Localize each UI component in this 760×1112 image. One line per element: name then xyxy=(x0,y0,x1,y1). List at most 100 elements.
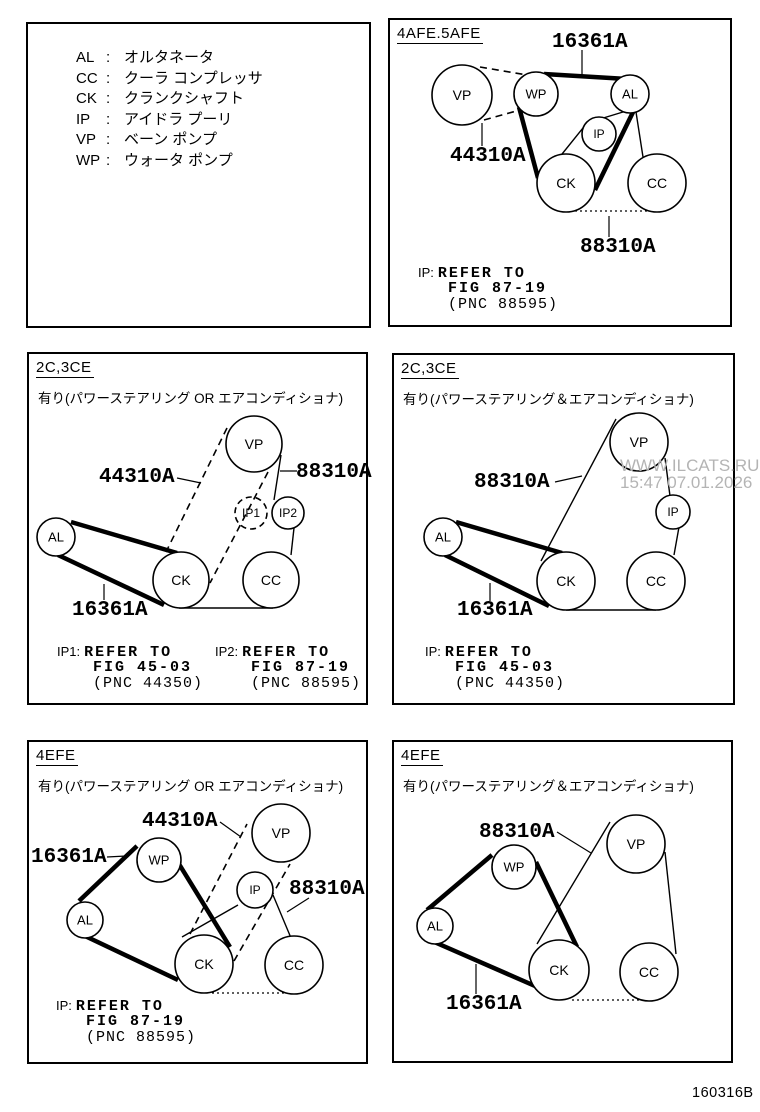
pulley-wp-label: WP xyxy=(149,853,170,868)
note-line: FIG 87-19 xyxy=(215,660,361,676)
panel-subtitle: 有り(パワーステアリング＆エアコンディショナ) xyxy=(403,392,694,407)
pulley-al xyxy=(610,74,650,114)
note-line: FIG 45-03 xyxy=(425,660,565,676)
legend-desc: クーラ コンプレッサ xyxy=(124,69,263,87)
refer-note-ip1: IP1:REFER TO FIG 45-03 (PNC 44350) xyxy=(57,644,203,692)
pulley-al-label: AL xyxy=(435,530,451,545)
note-line: FIG 87-19 xyxy=(418,281,558,297)
part-label-88310a: 88310A xyxy=(289,878,365,901)
legend-desc: アイドラ プーリ xyxy=(124,110,233,128)
belt-diagram-2c-and: VP IP AL CK CC xyxy=(423,412,691,611)
panel-subtitle: 有り(パワーステアリング OR エアコンディショナ) xyxy=(38,391,344,406)
legend-desc: ベーン ポンプ xyxy=(124,131,217,148)
note-line: IP2:REFER TO xyxy=(215,644,361,661)
note-text: REFER TO xyxy=(84,644,173,661)
pulley-vp xyxy=(225,415,283,473)
pulley-ck xyxy=(528,939,590,1001)
pulley-wp xyxy=(491,844,537,890)
note-line: (PNC 88595) xyxy=(251,675,362,692)
leader-44310a xyxy=(219,821,242,838)
belt-88310a xyxy=(673,526,680,556)
legend-item: CC : クーラ コンプレッサ xyxy=(76,69,263,90)
note-prefix: IP: xyxy=(56,998,72,1013)
pulley-cc-label: CC xyxy=(647,175,667,191)
pulley-vp xyxy=(431,64,493,126)
pulley-cc xyxy=(619,942,679,1002)
part-label-16361a: 16361A xyxy=(552,31,628,54)
note-text: FIG 87-19 xyxy=(448,280,548,297)
belt-88310a xyxy=(635,111,644,158)
note-line: (PNC 44350) xyxy=(455,675,566,692)
belt-88310a xyxy=(273,454,282,501)
pulley-ip-label: IP xyxy=(593,127,604,141)
pulley-wp xyxy=(136,837,182,883)
refer-note-ip2: IP2:REFER TO FIG 87-19 (PNC 88595) xyxy=(215,644,361,692)
legend-abbr: WP xyxy=(76,151,101,169)
belt-16361a xyxy=(592,107,638,191)
note-line: IP:REFER TO xyxy=(418,265,558,282)
belt-88310a xyxy=(540,418,617,562)
leader-44310a xyxy=(176,477,202,484)
refer-note-ip: IP:REFER TO FIG 45-03 (PNC 44350) xyxy=(425,644,565,692)
part-label-44310a: 44310A xyxy=(450,145,526,168)
pulley-cc-label: CC xyxy=(646,573,666,589)
pulley-vp-label: VP xyxy=(453,87,472,103)
pulley-ck-label: CK xyxy=(171,572,191,588)
legend-abbr: IP xyxy=(76,110,91,128)
panel-2c-3ce-and: VP IP AL CK CC 2C,3CE 有り(パワーステアリング＆エアコンデ… xyxy=(392,353,735,705)
pulley-vp-label: VP xyxy=(245,436,264,452)
watermark-site: WWW.ILCATS.RU xyxy=(620,456,760,475)
note-prefix: IP1: xyxy=(57,644,81,659)
legend-item: WP : ウォータ ポンプ xyxy=(76,151,263,172)
leader-16361a xyxy=(106,855,127,858)
part-label-16361a: 16361A xyxy=(72,599,148,622)
figure-code: 160316B xyxy=(692,1085,754,1101)
pulley-cc xyxy=(264,935,324,995)
note-line: FIG 45-03 xyxy=(57,660,203,676)
belt-44310a xyxy=(209,471,269,584)
pulley-ck-label: CK xyxy=(556,573,576,589)
pulley-vp xyxy=(606,814,666,874)
pulley-al-label: AL xyxy=(622,87,638,102)
pulley-vp-label: VP xyxy=(627,836,646,852)
part-label-44310a: 44310A xyxy=(99,466,175,489)
legend-desc: オルタネータ xyxy=(124,49,215,66)
note-text: REFER TO xyxy=(437,265,526,282)
note-line: (PNC 88595) xyxy=(86,1029,197,1046)
pulley-ck-label: CK xyxy=(194,956,214,972)
panel-header: 4EFE xyxy=(36,747,78,766)
note-prefix: IP: xyxy=(418,265,434,280)
note-line: IP:REFER TO xyxy=(56,998,196,1015)
panel-subtitle: 有り(パワーステアリング OR エアコンディショナ) xyxy=(38,779,344,794)
belt-16361a xyxy=(431,938,536,989)
pulley-ip xyxy=(655,494,691,530)
panel-4afe-5afe: VP WP AL IP CK CC 4AFE.5AFE 16361A 44310… xyxy=(388,18,732,327)
legend-colon: : xyxy=(106,131,111,148)
pulley-al xyxy=(416,907,454,945)
belt-16361a xyxy=(455,519,563,556)
pulley-wp-label: WP xyxy=(504,860,525,875)
belt-16361a xyxy=(425,853,494,912)
pulley-cc xyxy=(627,153,687,213)
pulley-cc xyxy=(626,551,686,611)
note-line: IP:REFER TO xyxy=(425,644,565,661)
pulley-cc xyxy=(242,551,300,609)
panel-4efe-and: WP VP AL CK CC 4EFE 有り(パワーステアリング＆エアコンディシ… xyxy=(392,740,733,1063)
pulley-wp-label: WP xyxy=(526,87,547,102)
belt-diagram-2c-or: VP IP1 IP2 AL CK CC xyxy=(36,415,305,609)
legend-colon: : xyxy=(106,49,111,66)
pulley-cc-label: CC xyxy=(261,572,281,588)
note-line: (PNC 44350) xyxy=(93,675,204,692)
legend-colon: : xyxy=(106,151,111,169)
pulley-ck xyxy=(152,551,210,609)
belt-16361a xyxy=(543,71,628,82)
note-line: IP1:REFER TO xyxy=(57,644,203,661)
belt-44310a xyxy=(165,427,228,553)
note-text: FIG 87-19 xyxy=(251,659,351,676)
part-label-88310a: 88310A xyxy=(479,821,555,844)
pulley-ip xyxy=(581,116,617,152)
panel-header: 4EFE xyxy=(401,747,443,766)
pulley-cc-label: CC xyxy=(639,964,659,980)
part-label-16361a: 16361A xyxy=(457,599,533,622)
